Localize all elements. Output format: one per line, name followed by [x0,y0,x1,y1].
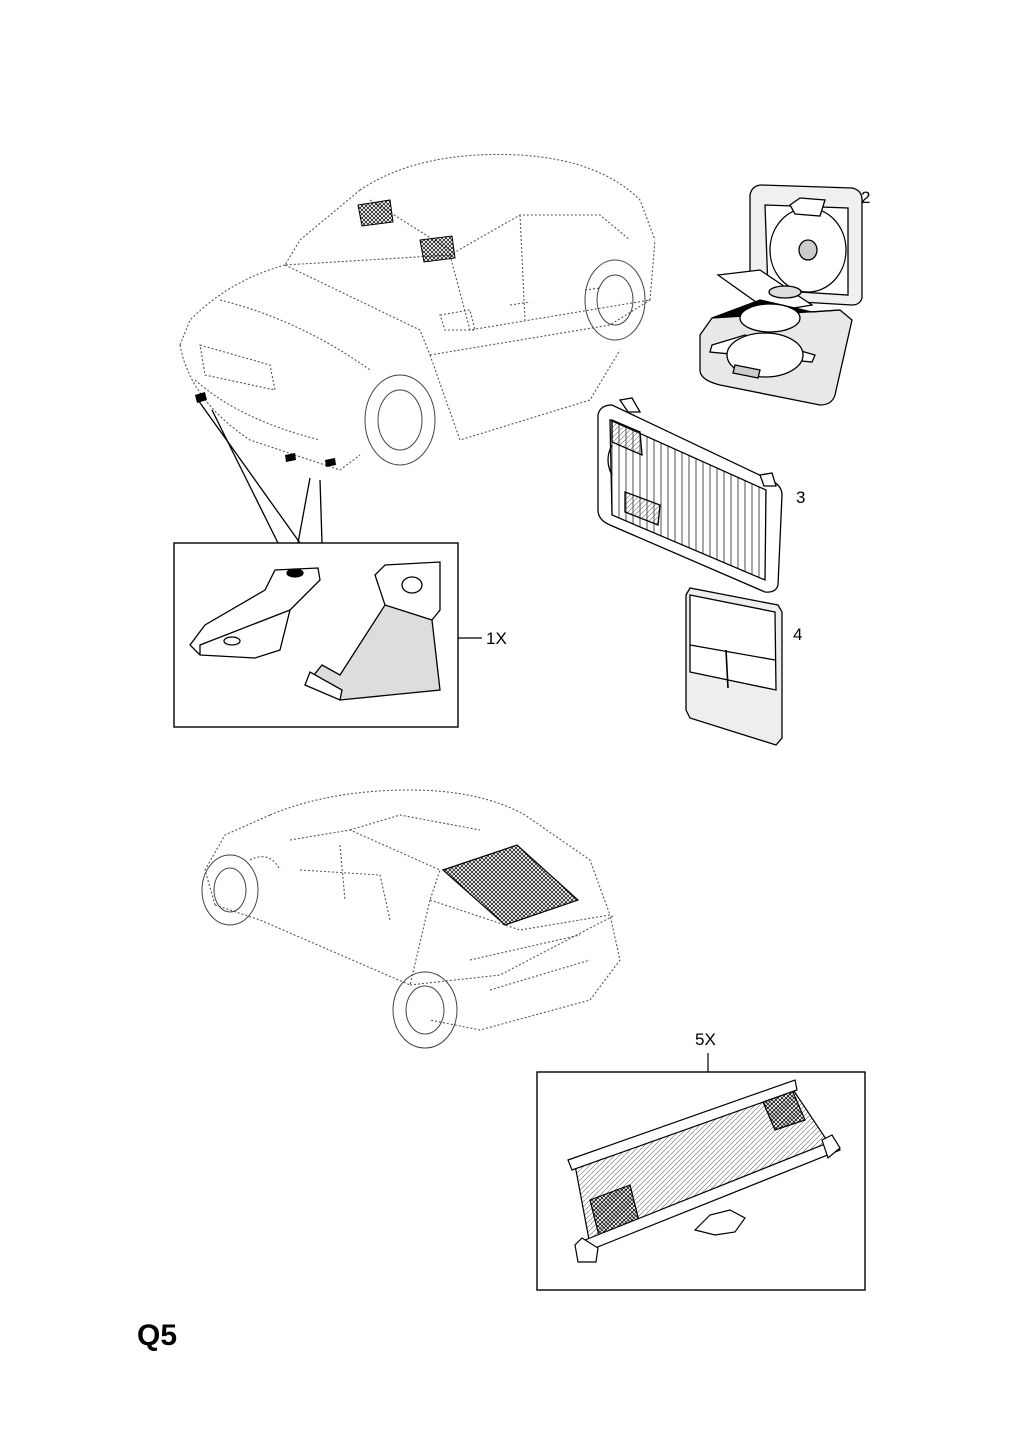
visor-organiser [597,397,783,593]
callout-label-3: 3 [796,488,806,507]
hatchback-rear-view [204,789,621,1031]
cargo-net [567,1079,841,1263]
callout-leader-1 [197,399,323,544]
windshield-vents [357,199,456,263]
inset-frame-5 [536,1071,866,1291]
inset-frame-1 [173,542,459,728]
page-code: Q5 [137,1319,178,1352]
bracket-angled [304,561,441,701]
callout-label-4: 4 [793,625,803,644]
sedan-wheels [364,259,646,466]
document-pouch [685,587,783,746]
tow-hook-markers [195,392,336,467]
hatchback-wheels [201,854,458,1049]
callout-label-1: 1X [486,629,507,648]
callout-label-5: 5X [695,1030,716,1049]
bracket-flat [189,567,321,659]
callout-label-2: 2 [861,188,871,207]
cd-wallet [699,184,863,406]
sedan-front-view [179,153,656,471]
rear-cargo-area [441,844,580,926]
